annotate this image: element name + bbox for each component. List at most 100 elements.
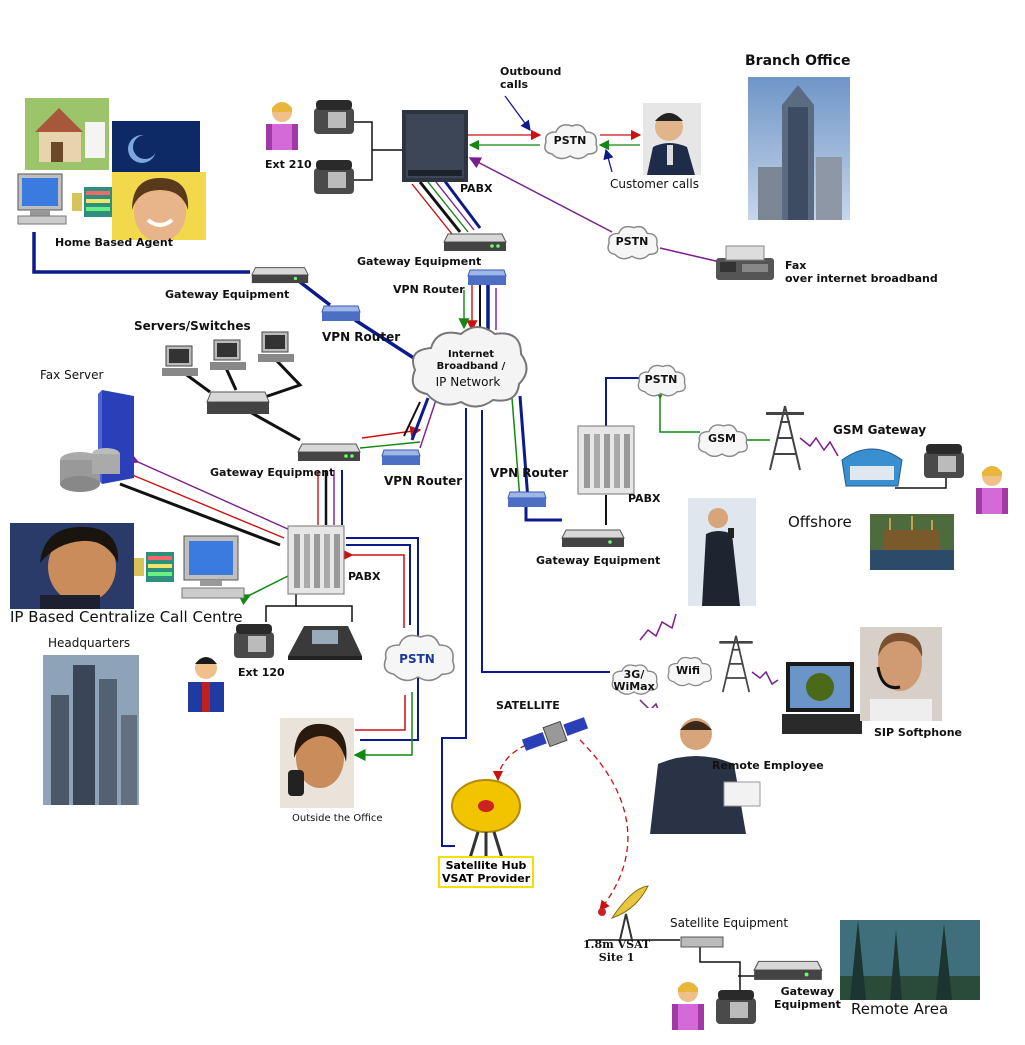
ext210-person-icon [266,102,298,150]
wifi-tower-icon [719,635,753,693]
call-centre-agent-photo [10,523,134,609]
pabx-gateway-links [411,179,482,235]
pstn-hq-label: PSTN [399,652,435,666]
headquarters-building-image [43,655,139,805]
vpn-router-offshore-label: VPN Router [490,466,569,480]
sip-softphone-label: SIP Softphone [874,726,962,739]
satellite-icon [521,717,589,751]
remote-employee-photo [646,708,770,834]
ext120-label: Ext 120 [238,666,285,679]
satellite-equipment-label: Satellite Equipment [670,916,789,930]
vpn-router-offshore-icon [507,491,547,507]
gateway-remote-label: Gateway Equipment [774,985,841,1011]
pabx-top-label: PABX [460,182,493,195]
outside-office-label: Outside the Office [292,813,383,824]
ip-network-label: IP Network [435,375,501,389]
server-3-icon [258,331,294,362]
internet-cloud-icon [411,326,528,408]
offshore-links [505,377,947,525]
gateway-top-icon [443,233,507,251]
remote-phone-icon [716,990,756,1024]
wimax-cloud-icon [611,664,659,695]
fax-server-label: Fax Server [40,368,104,382]
gateway-hq-label: Gateway Equipment [210,466,335,479]
vpn-router-top-icon [467,269,507,285]
remote-person-icon [672,982,704,1030]
pabx-top-icon [402,110,468,182]
internet-label: Internet Broadband / [436,349,506,372]
satellite-equipment-icon [680,936,724,948]
wifi-cloud-icon [667,656,713,687]
pstn-top-label: PSTN [553,134,587,147]
pabx-hq-icon [287,525,345,595]
call-centre-rack-icon [134,552,174,582]
home-agent-photo [112,172,206,240]
vpn-router-home-icon [321,305,361,321]
call-centre-computer-icon [181,535,245,599]
gateway-offshore-label: Gateway Equipment [536,554,661,567]
gateway-home-label: Gateway Equipment [165,288,290,301]
vpn-router-top-label: VPN Router [393,283,465,296]
customer-calls-label: Customer calls [610,177,699,191]
pstn-hq-cloud-icon [383,634,455,682]
pstn-offshore-cloud-icon [637,364,686,397]
gsm-gateway-label: GSM Gateway [833,423,927,437]
gateway-hq-icon [297,443,361,461]
ext120-phone-icon [234,624,274,658]
offshore-label: Offshore [788,513,852,531]
home-night-image [112,121,200,173]
gateway-home-icon [251,267,309,284]
wimax-label: 3G/ WiMax [613,668,655,693]
vsat-antenna-icon [598,885,649,941]
servers-switches-label: Servers/Switches [134,319,251,333]
remote-links [481,410,610,673]
ext210-phone-top-icon [314,100,354,134]
home-agent-links [32,232,421,364]
vpn-router-hq-icon [381,449,421,465]
switch-icon [206,391,270,414]
home-agent-computer-icon [17,173,67,225]
vsat-label: 1.8m VSAT Site 1 [583,938,651,964]
server-1-icon [162,345,198,376]
branch-office-building-image [748,77,850,220]
home-house-image [25,98,109,170]
ext210-label: Ext 210 [265,158,312,171]
gateway-remote-icon [753,960,823,980]
wifi-label: Wifi [675,664,701,677]
home-agent-rack-icon [72,187,112,217]
vpn-router-hq-label: VPN Router [384,474,463,488]
ext210-phone-bottom-icon [314,160,354,194]
hq-gateway-pabx-links [317,470,343,525]
remote-area-label: Remote Area [851,1000,949,1018]
remote-area-forest-image [840,920,980,1000]
ext120-links [265,592,353,622]
outside-office-person-photo [280,718,354,808]
pabx-offshore-icon [577,425,635,495]
satellite-dashed-links [492,739,629,912]
pabx-offshore-label: PABX [628,492,661,505]
gateway-offshore-icon [561,529,625,547]
top-vpn-cloud-links [458,285,497,332]
gsm-tower-icon [766,405,804,471]
headquarters-label: Headquarters [48,636,131,650]
call-centre-label: IP Based Centralize Call Centre [10,608,243,626]
satellite-dish-icon [451,779,521,859]
gsm-label: GSM [708,432,736,445]
gsm-cloud-icon [697,424,748,458]
pstn-fax-cloud-icon [607,225,659,260]
offshore-person-icon [976,466,1008,514]
sip-user-photo [860,627,942,721]
server-2-icon [210,339,246,370]
fax-links [468,157,721,263]
fax-server-icon [60,390,134,492]
home-agent-label: Home Based Agent [55,236,173,249]
remote-employee-label: Remote Employee [712,759,824,772]
vpn-router-home-label: VPN Router [322,330,401,344]
fax-label: Fax over internet broadband [785,259,938,285]
ext120-ip-phone-icon [288,626,362,660]
ext210-link [352,121,402,181]
hq-cloud-links [359,397,437,449]
sip-laptop-icon [782,662,862,734]
pabx-hq-label: PABX [348,570,381,583]
